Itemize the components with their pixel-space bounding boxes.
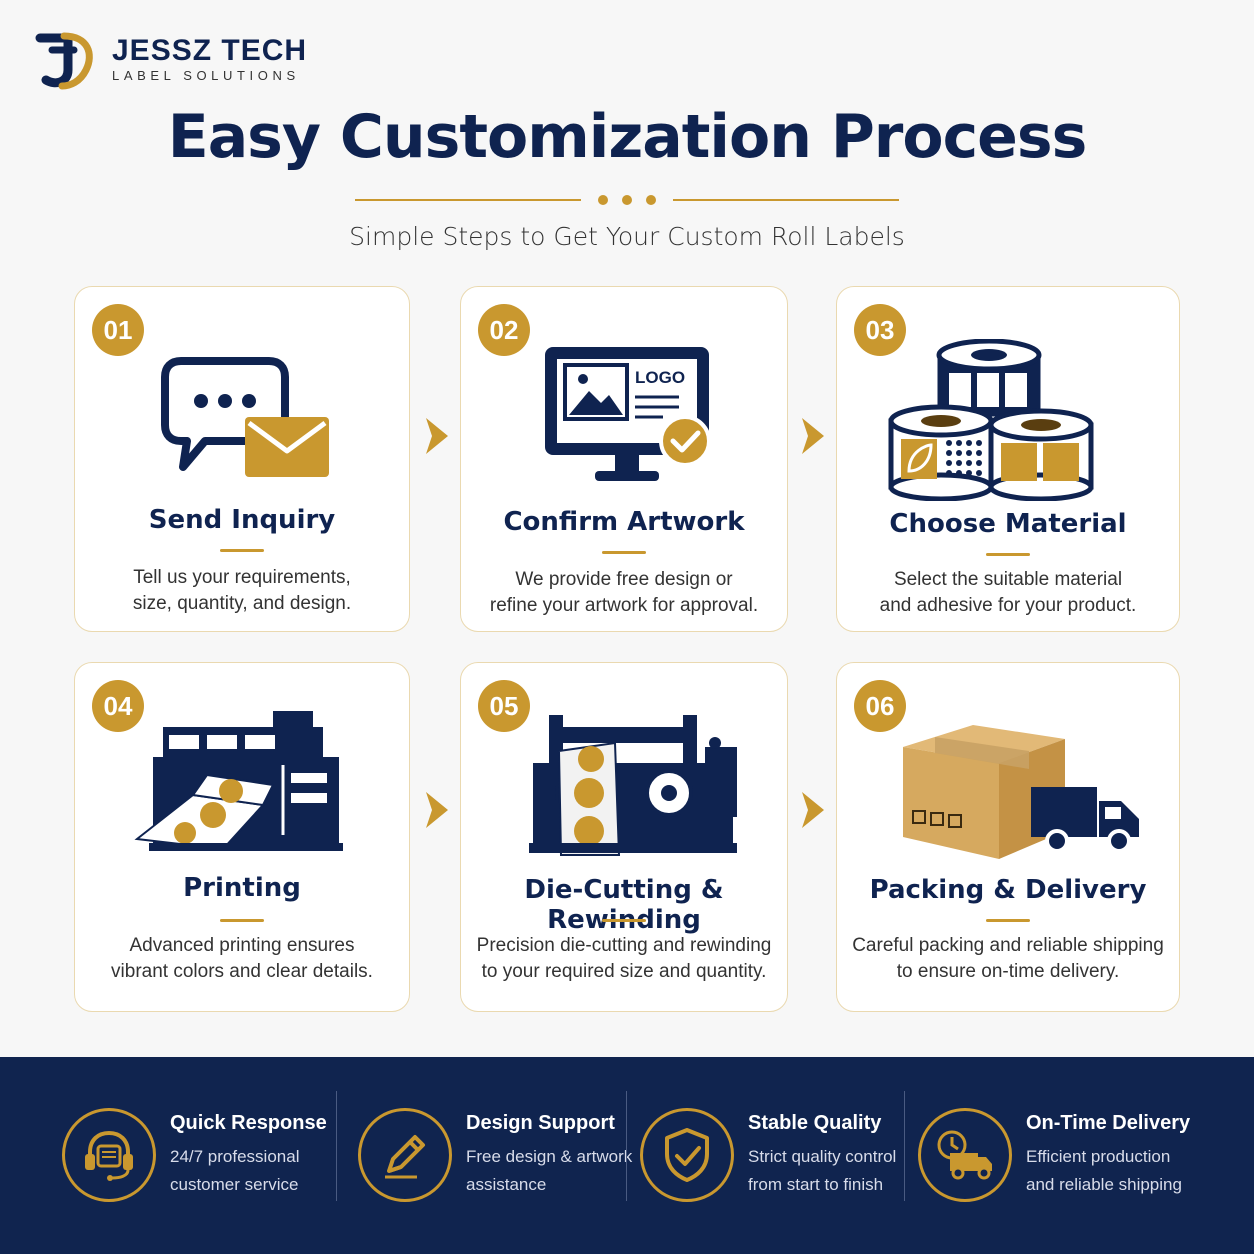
step-desc-line: Precision die-cutting and rewinding — [476, 935, 772, 956]
step-desc-line: size, quantity, and design. — [132, 593, 352, 614]
printing-press-icon — [134, 711, 343, 851]
step-desc-line: and adhesive for your product. — [879, 595, 1137, 616]
step-title-underline — [986, 919, 1030, 922]
pencil-icon — [385, 1135, 425, 1179]
step-description: Careful packing and reliable shipping to… — [837, 933, 1179, 985]
step-title: Send Inquiry — [148, 505, 336, 535]
shield-check-icon-wrap — [640, 1108, 734, 1202]
step-desc-line: vibrant colors and clear details. — [111, 961, 373, 982]
brand-tagline: LABEL SOLUTIONS — [112, 68, 300, 83]
headset-icon-wrap — [62, 1108, 156, 1202]
step-description: Tell us your requirements, size, quantit… — [75, 565, 409, 617]
brand-name: JESSZ TECH — [112, 34, 308, 67]
feature-title: On-Time Delivery — [1026, 1111, 1191, 1134]
page-subtitle: Simple Steps to Get Your Custom Roll Lab… — [349, 222, 905, 251]
label-rolls-icon — [888, 339, 1094, 501]
page-title: Easy Customization Process — [167, 102, 1088, 172]
feature-title: Design Support — [466, 1111, 615, 1134]
step-description: Precision die-cutting and rewinding to y… — [461, 933, 787, 985]
headset-icon — [85, 1130, 133, 1181]
step-number-badge: 06 — [854, 680, 906, 732]
feature-desc: 24/7 professional customer service — [170, 1146, 300, 1194]
step-title-underline — [986, 553, 1030, 556]
step-desc-line: Tell us your requirements, — [133, 567, 351, 588]
chevron-right-icon — [426, 792, 448, 828]
pencil-icon-wrap — [358, 1108, 452, 1202]
feature-title: Stable Quality — [748, 1111, 882, 1134]
step-number-badge: 02 — [478, 304, 530, 356]
step-card-confirm-artwork: 02 LOGO Confirm Artwork We provide free … — [460, 286, 788, 632]
step-title: Die-Cutting & Rewinding — [524, 875, 724, 935]
feature-quick-response: Quick Response 24/7 professional custome… — [62, 1090, 327, 1220]
monitor-logo-check-icon: LOGO — [545, 347, 711, 481]
chevron-right-icon — [426, 418, 448, 454]
step-card-die-cutting: 05 Die-Cutting & Rewinding Precision die… — [460, 662, 788, 1012]
step-desc-line: Careful packing and reliable shipping — [852, 935, 1164, 956]
clock-truck-icon-wrap — [918, 1108, 1012, 1202]
step-title-underline — [220, 549, 264, 552]
step-number-badge: 05 — [478, 680, 530, 732]
step-desc-line: We provide free design or — [515, 569, 733, 590]
shield-check-icon — [665, 1128, 709, 1182]
feature-separator — [904, 1091, 905, 1201]
step-card-send-inquiry: 01 Send Inquiry Tell us your requirement… — [74, 286, 410, 632]
feature-on-time-delivery: On-Time Delivery Efficient production an… — [918, 1090, 1190, 1220]
step-number-badge: 03 — [854, 304, 906, 356]
feature-title: Quick Response — [170, 1111, 327, 1134]
feature-desc: Strict quality control from start to fin… — [748, 1146, 897, 1194]
chevron-right-icon — [802, 792, 824, 828]
feature-desc: Efficient production and reliable shippi… — [1026, 1146, 1182, 1194]
step-description: Advanced printing ensures vibrant colors… — [75, 933, 409, 985]
feature-design-support: Design Support Free design & artwork ass… — [358, 1090, 632, 1220]
feature-separator — [336, 1091, 337, 1201]
feature-desc: Free design & artwork assistance — [466, 1146, 633, 1194]
step-card-packing-delivery: 06 Packing & Delivery Careful packing an… — [836, 662, 1180, 1012]
step-desc-line: to ensure on-time delivery. — [896, 961, 1120, 982]
step-desc-line: refine your artwork for approval. — [489, 595, 759, 616]
step-title: Confirm Artwork — [503, 507, 745, 537]
box-and-truck-icon — [903, 725, 1139, 859]
step-number-badge: 04 — [92, 680, 144, 732]
step-description: We provide free design or refine your ar… — [461, 567, 787, 619]
step-number-badge: 01 — [92, 304, 144, 356]
step-title-underline — [602, 551, 646, 554]
feature-separator — [626, 1091, 627, 1201]
step-title: Choose Material — [889, 509, 1127, 539]
step-card-printing: 04 Printing Advanced printing ensures vi… — [74, 662, 410, 1012]
step-description: Select the suitable material and adhesiv… — [837, 567, 1179, 619]
chat-and-envelope-icon — [161, 357, 329, 477]
step-title-underline — [220, 919, 264, 922]
clock-truck-icon — [937, 1130, 992, 1180]
step-title-underline — [602, 919, 646, 922]
step-title: Printing — [183, 873, 301, 903]
title-divider — [355, 195, 899, 205]
die-cutting-machine-icon — [529, 715, 737, 856]
chevron-right-icon — [802, 418, 824, 454]
step-desc-line: to your required size and quantity. — [481, 961, 767, 982]
logo-placeholder-text: LOGO — [635, 368, 685, 387]
brand-logo[interactable]: JESSZ TECH LABEL SOLUTIONS — [34, 30, 307, 90]
step-title: Packing & Delivery — [869, 875, 1147, 905]
step-desc-line: Select the suitable material — [893, 569, 1123, 590]
jt-monogram-logo-icon — [35, 32, 93, 90]
feature-footer: Quick Response 24/7 professional custome… — [0, 1057, 1254, 1254]
feature-stable-quality: Stable Quality Strict quality control fr… — [640, 1090, 896, 1220]
step-desc-line: Advanced printing ensures — [129, 935, 355, 956]
step-card-choose-material: 03 Choose Material Select the suitable m… — [836, 286, 1180, 632]
